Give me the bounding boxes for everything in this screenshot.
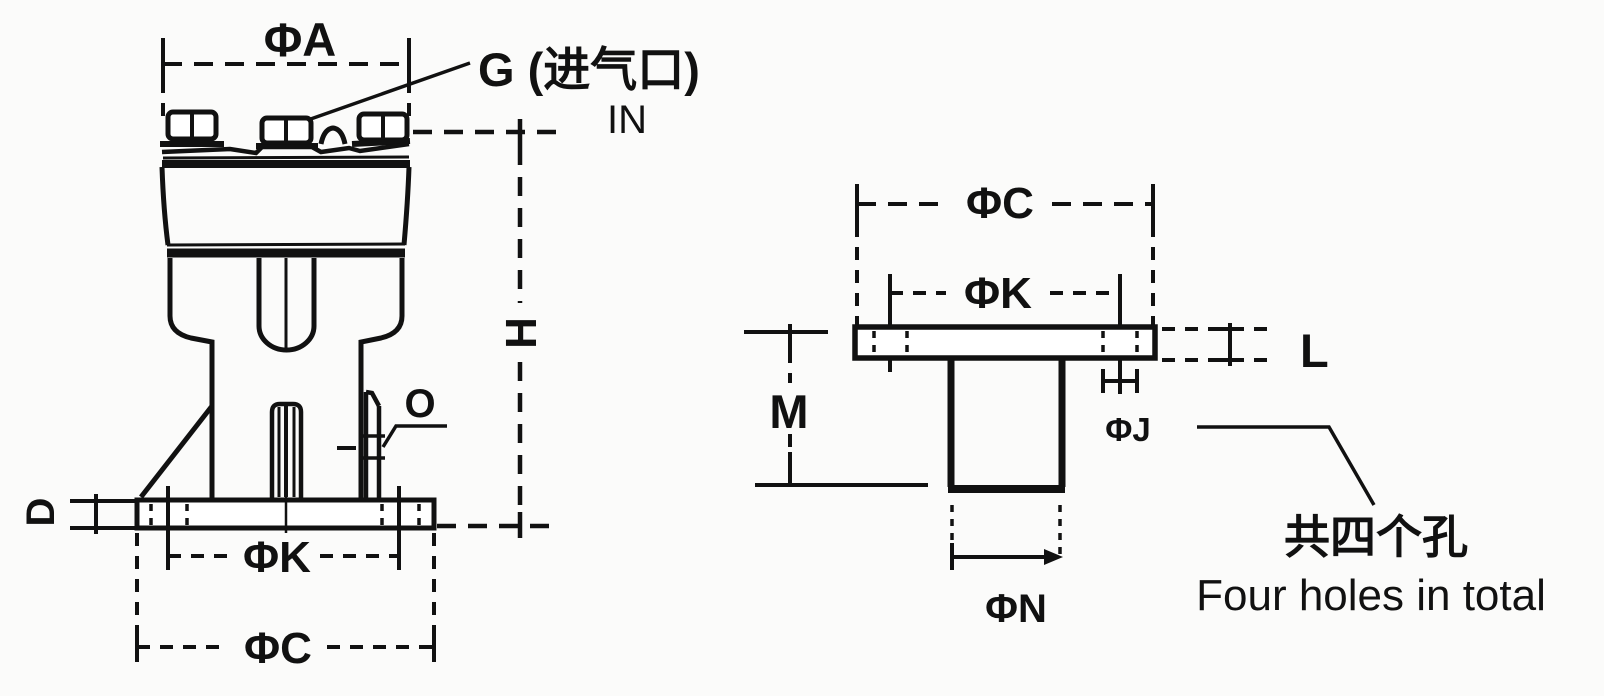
inlet-callout: G (进气口) IN — [304, 43, 700, 142]
dimension-d: D — [19, 494, 136, 534]
inlet-leader-line — [304, 61, 471, 123]
cylinder-body — [159, 166, 412, 258]
dim-label-m: M — [769, 385, 808, 438]
cap-plate — [161, 141, 410, 168]
flange-section — [852, 324, 1158, 361]
dimension-phi-j: ΦJ — [1101, 369, 1151, 448]
note-text-zh: 共四个孔 — [1284, 511, 1468, 563]
stem-rod — [269, 401, 304, 499]
side-port — [337, 389, 385, 499]
inlet-sub-label: IN — [607, 98, 647, 142]
dimension-phi-c-right: ΦC — [855, 179, 1155, 326]
top-bolts — [160, 109, 411, 149]
dim-label-o: O — [404, 382, 435, 426]
dim-label-phi-n: ΦN — [985, 587, 1047, 631]
dimension-o: O — [381, 382, 447, 448]
four-holes-note: 共四个孔 Four holes in total — [1196, 425, 1546, 620]
dim-label-phi-k: ΦK — [243, 533, 311, 582]
dim-label-d: D — [19, 498, 63, 527]
dimension-phi-k-right: ΦK — [888, 269, 1122, 394]
dimension-phi-n: ΦN — [950, 505, 1063, 631]
o-leader-line — [381, 424, 447, 448]
note-leader-line — [1197, 425, 1376, 506]
dim-label-phi-k-right: ΦK — [964, 269, 1032, 318]
vent-nub — [318, 125, 348, 145]
dim-label-l: L — [1300, 324, 1329, 377]
actuator-body — [134, 109, 437, 533]
left-view: ΦA G (进气口) IN H — [19, 13, 700, 673]
center-tube — [256, 258, 317, 353]
center-boss — [947, 358, 1066, 493]
dim-label-h: H — [497, 317, 546, 349]
dimension-m: M — [744, 324, 928, 487]
dim-label-phi-j: ΦJ — [1105, 411, 1150, 448]
dim-label-phi-c: ΦC — [244, 624, 312, 673]
dimension-h: H — [413, 119, 558, 538]
dimension-l: L — [1162, 323, 1329, 377]
phi-n-arrowhead — [1044, 549, 1063, 565]
inlet-label: G (进气口) — [478, 43, 700, 96]
dim-label-phi-c-right: ΦC — [966, 179, 1034, 228]
dimension-phi-a: ΦA — [161, 13, 411, 126]
note-text-en: Four holes in total — [1196, 571, 1546, 620]
yoke-shoulders — [167, 258, 405, 499]
support-rib — [139, 404, 214, 499]
base-flange — [134, 494, 437, 533]
dimension-phi-c-left: ΦC — [135, 533, 436, 673]
right-view: ΦC ΦK — [744, 179, 1546, 631]
dim-label-phi-a: ΦA — [264, 13, 337, 66]
dimension-phi-k-left: ΦK — [166, 486, 401, 582]
